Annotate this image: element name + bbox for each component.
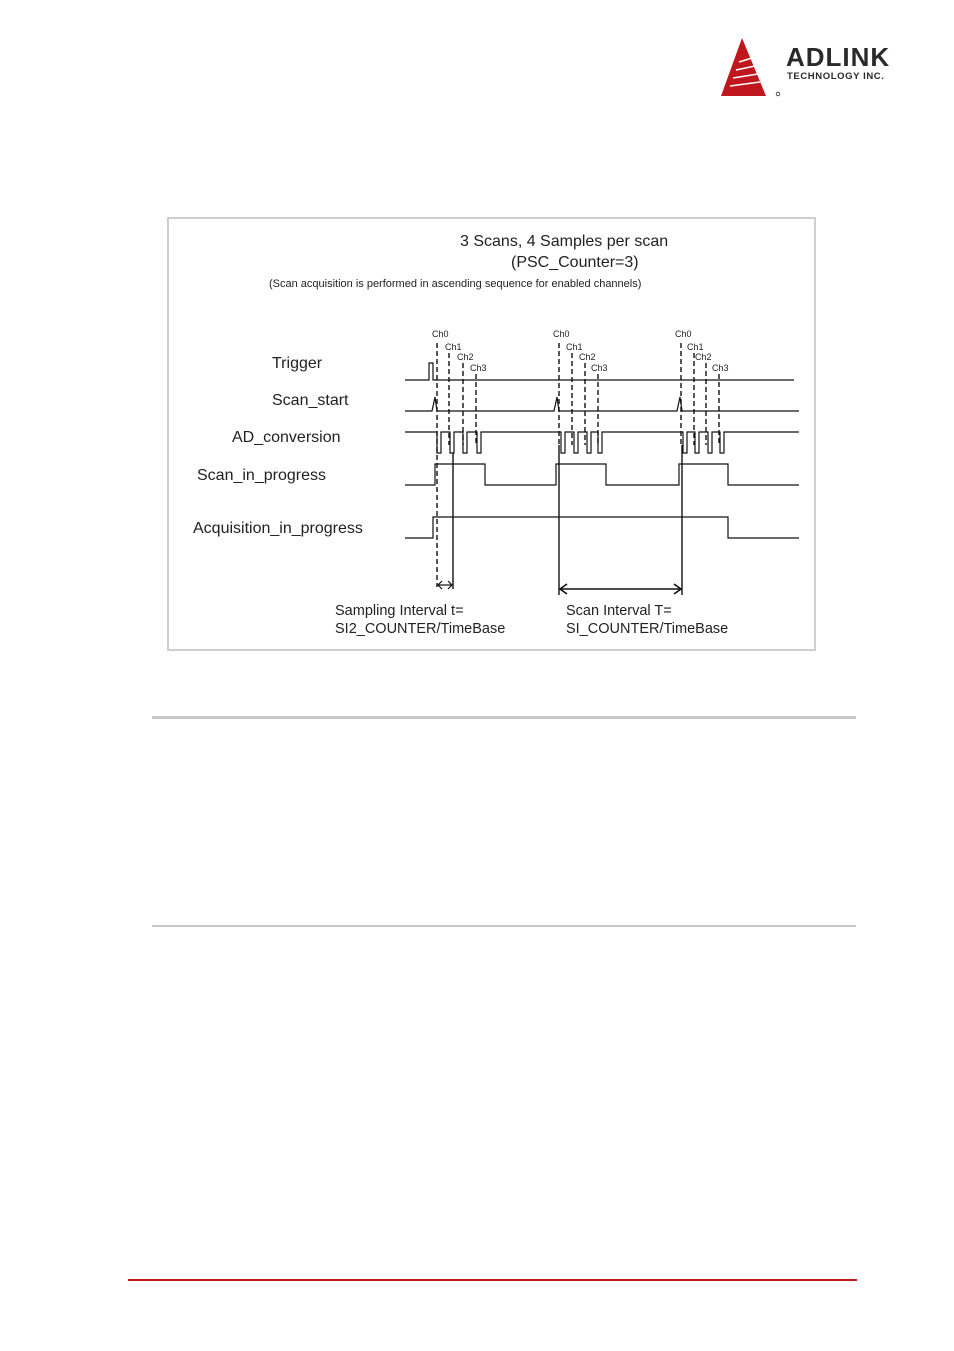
diagram-note: (Scan acquisition is performed in ascend… xyxy=(269,278,641,290)
acquisition-in-progress-waveform xyxy=(405,516,799,539)
ch3-label: Ch3 xyxy=(712,363,729,373)
diagram-title-line1: 3 Scans, 4 Samples per scan xyxy=(460,233,668,250)
ch3-label: Ch3 xyxy=(470,363,487,373)
signal-label-acquisition-in-progress: Acquisition_in_progress xyxy=(193,520,363,537)
signal-label-scan-start: Scan_start xyxy=(272,392,349,409)
logo-subtitle: TECHNOLOGY INC. xyxy=(787,71,885,82)
scan-interval-caption-line1: Scan Interval T= xyxy=(566,603,672,619)
ch0-label: Ch0 xyxy=(432,329,449,339)
adlink-logo xyxy=(721,38,781,97)
scan-start-waveform xyxy=(405,396,799,412)
ch2-label: Ch2 xyxy=(579,352,596,362)
scan-in-progress-waveform xyxy=(405,463,799,486)
footer-rule xyxy=(128,1279,857,1281)
logo-wordmark: ADLINK xyxy=(786,42,891,72)
diagram-title-line2: (PSC_Counter=3) xyxy=(511,254,639,271)
scan-interval-caption-line2: SI_COUNTER/TimeBase xyxy=(566,621,728,637)
ch1-label: Ch1 xyxy=(566,342,583,352)
signal-label-scan-in-progress: Scan_in_progress xyxy=(197,467,326,484)
ch1-label: Ch1 xyxy=(445,342,462,352)
ch0-label: Ch0 xyxy=(553,329,570,339)
signal-label-ad-conversion: AD_conversion xyxy=(232,429,341,446)
ch3-label: Ch3 xyxy=(591,363,608,373)
sampling-interval-caption-line2: SI2_COUNTER/TimeBase xyxy=(335,621,505,637)
ch0-label: Ch0 xyxy=(675,329,692,339)
ch1-label: Ch1 xyxy=(687,342,704,352)
ch2-label: Ch2 xyxy=(695,352,712,362)
trigger-waveform xyxy=(405,362,794,381)
sampling-interval-caption-line1: Sampling Interval t= xyxy=(335,603,464,619)
timing-diagram: 3 Scans, 4 Samples per scan (PSC_Counter… xyxy=(193,233,799,637)
section-divider-top xyxy=(152,716,856,719)
section-divider-bottom xyxy=(152,925,856,927)
signal-label-trigger: Trigger xyxy=(272,355,323,372)
ch2-label: Ch2 xyxy=(457,352,474,362)
ad-conversion-waveform xyxy=(405,431,799,454)
adlink-triangle-icon xyxy=(721,38,781,97)
